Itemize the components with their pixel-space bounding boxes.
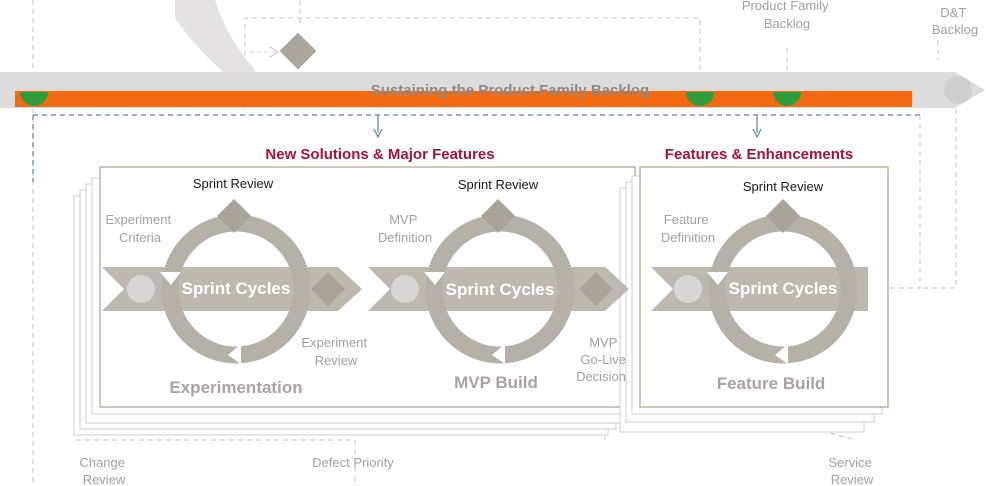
change-review-label: Change Review <box>79 455 128 486</box>
dt-backlog-node <box>944 76 972 104</box>
sprint-cycles-label-2: Sprint Cycles <box>446 280 555 299</box>
mvp-go-live-label: MVP Go-Live Decision <box>576 335 630 384</box>
blue-dashed-connector <box>33 114 920 133</box>
service-review-label: Service Review <box>829 455 876 486</box>
dt-backlog-label: D&T Backlog <box>932 5 978 37</box>
feature-definition-label: Feature Definition <box>661 212 715 245</box>
curved-arrow-shape <box>175 0 255 90</box>
sprint-review-label-3: Sprint Review <box>743 179 824 194</box>
decision-diamond <box>250 32 317 70</box>
green-node-right <box>773 92 801 106</box>
product-family-backlog-label: Product Family Backlog <box>742 0 832 31</box>
mvp-definition-label: MVP Definition <box>378 212 432 245</box>
band-title: Sustaining the Product Family Backlog <box>371 82 649 99</box>
experiment-review-label: Experiment Review <box>301 335 370 368</box>
panel-experimentation: Sprint Cycles Sprint Review Experimentat… <box>102 176 370 397</box>
green-node-left <box>20 92 48 106</box>
green-node-mid <box>686 92 714 106</box>
panel-feature-build: Sprint Cycles Sprint Review Feature Buil… <box>651 179 868 393</box>
backlog-band: Sustaining the Product Family Backlog <box>0 72 985 108</box>
phase-mvp-build: MVP Build <box>454 373 538 392</box>
sprint-review-label-1: Sprint Review <box>193 176 274 191</box>
phase-feature-build: Feature Build <box>717 374 826 393</box>
section-new-solutions: New Solutions & Major Features <box>265 146 494 163</box>
sprint-review-label-2: Sprint Review <box>458 177 539 192</box>
sprint-cycles-label-3: Sprint Cycles <box>729 279 838 298</box>
sprint-cycles-label-1: Sprint Cycles <box>182 279 291 298</box>
phase-experimentation: Experimentation <box>169 378 302 397</box>
defect-priority-label: Defect Priority <box>312 455 394 470</box>
section-features: Features & Enhancements <box>665 146 853 163</box>
panel-mvp-build: Sprint Cycles Sprint Review MVP Build MV… <box>368 177 630 392</box>
experiment-criteria-label: Experiment Criteria <box>105 212 174 245</box>
